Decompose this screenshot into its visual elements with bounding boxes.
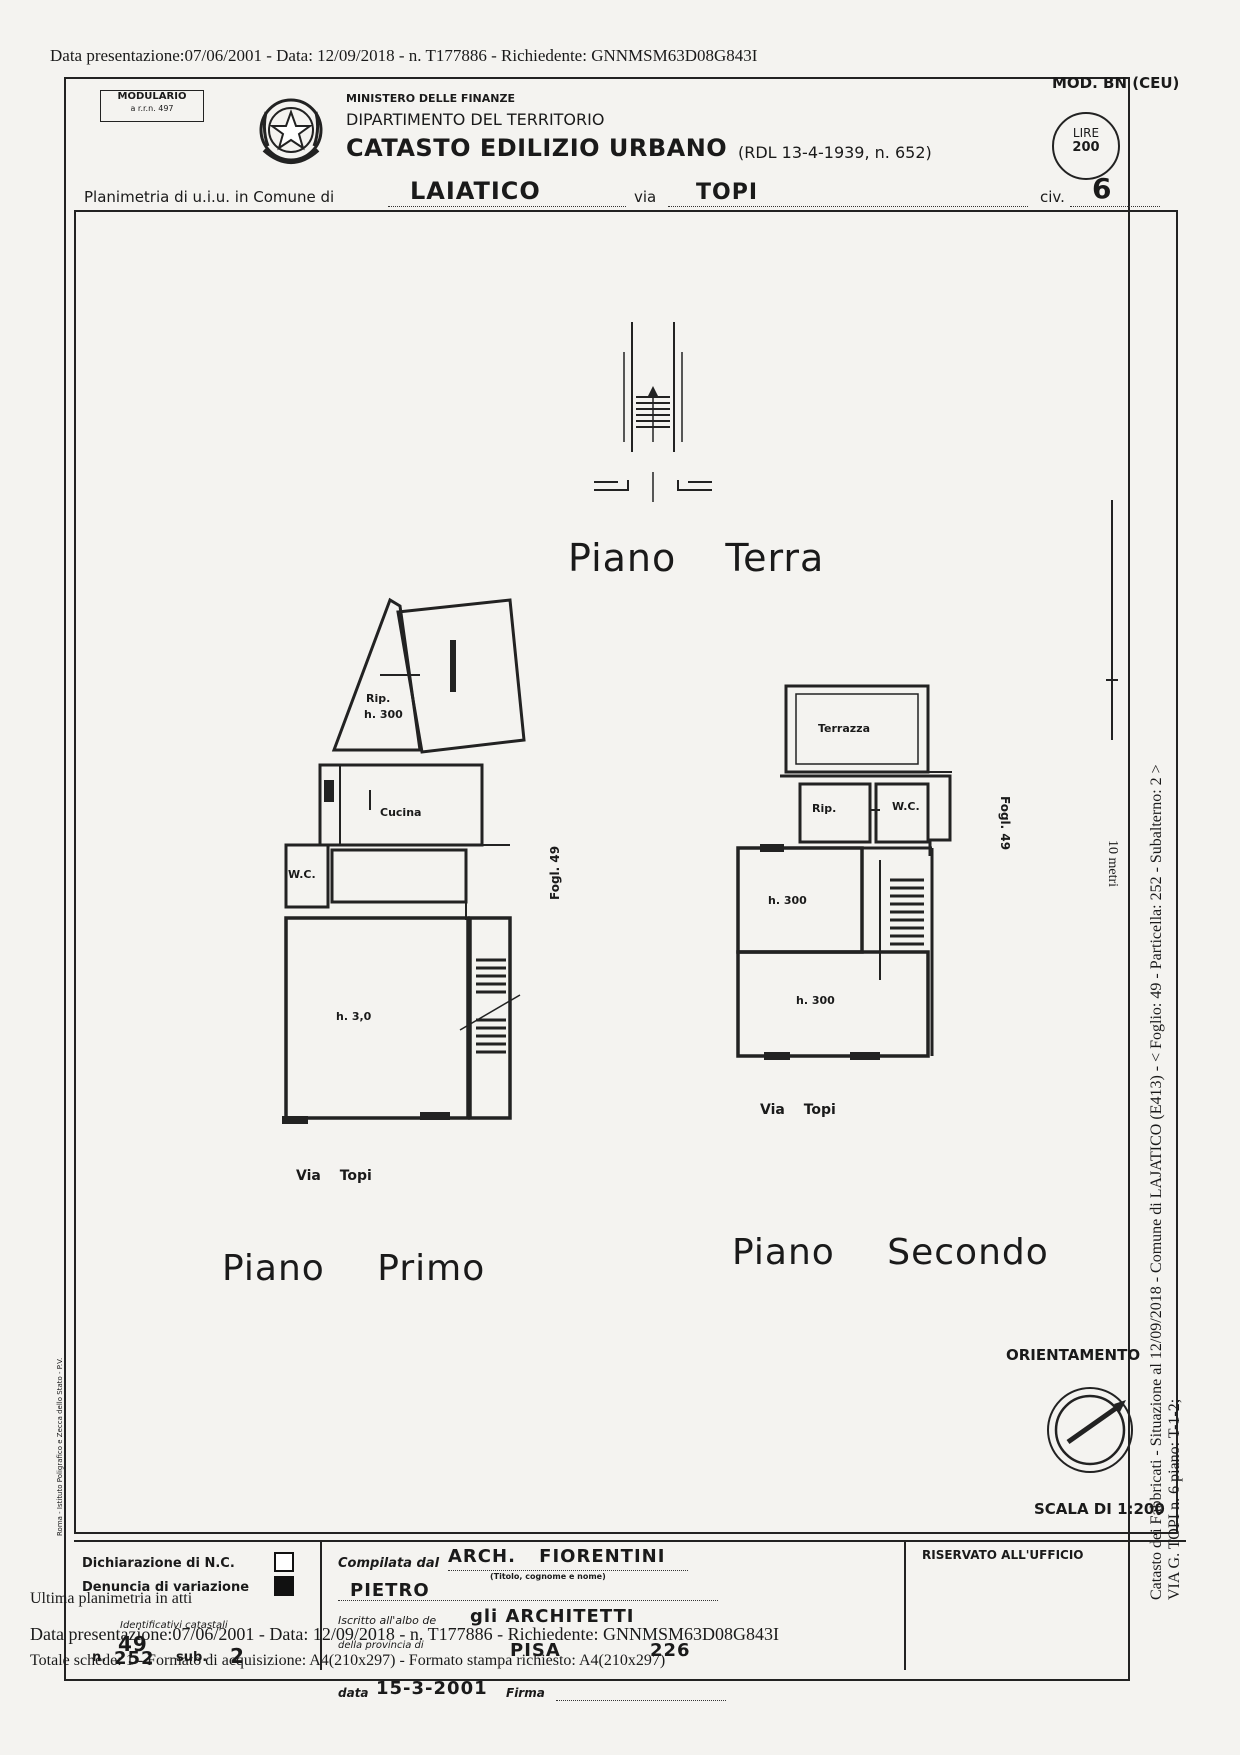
nome-dots xyxy=(338,1600,718,1601)
stair-plan-terra xyxy=(594,322,712,502)
dichiarazione-checkbox[interactable] xyxy=(274,1552,294,1572)
room-wc-secondo: W.C. xyxy=(892,800,920,813)
lire-value: 200 xyxy=(1072,140,1100,155)
scale-bar xyxy=(1106,500,1118,740)
orientamento-label: ORIENTAMENTO xyxy=(1006,1346,1141,1364)
nome-value: PIETRO xyxy=(350,1580,430,1601)
iscritto-label: Iscritto all'albo de xyxy=(338,1614,437,1627)
via-topi-primo: Via Topi xyxy=(296,1168,372,1184)
sub-value: 2 xyxy=(230,1644,245,1668)
room-h-secondo-a: h. 300 xyxy=(768,894,807,907)
compilata-label: Compilata dal xyxy=(338,1556,440,1571)
overprint-line-1: Ultima planimetria in atti xyxy=(30,1590,193,1607)
civ-value: 6 xyxy=(1092,172,1113,205)
compilatore-dots xyxy=(448,1570,688,1571)
compass-icon xyxy=(1047,1387,1133,1473)
department-label: DIPARTIMENTO DEL TERRITORIO xyxy=(346,110,605,129)
identificativi-label: Identificativi catastali xyxy=(120,1620,228,1631)
firma-dots xyxy=(556,1700,726,1701)
via-dots xyxy=(668,206,1028,207)
foglio-value: 49 xyxy=(118,1632,148,1656)
compilatore-value: ARCH. FIORENTINI xyxy=(448,1546,666,1567)
provincia-value: PISA xyxy=(510,1640,561,1661)
n-label: n. xyxy=(92,1650,107,1665)
piano-secondo-label: Piano Secondo xyxy=(732,1232,1049,1273)
room-h-primo: h. 3,0 xyxy=(336,1010,372,1023)
scala-label: SCALA DI 1:200 xyxy=(1034,1500,1165,1518)
floor-plan-primo xyxy=(282,597,526,1124)
civ-dots xyxy=(1070,206,1160,207)
top-banner: Data presentazione:07/06/2001 - Data: 12… xyxy=(50,46,758,65)
overprint-line-3: Totale schede: 1 - Formato di acquisizio… xyxy=(30,1652,666,1669)
footer-divider-2 xyxy=(904,1540,906,1670)
modulario-label: MODULARIO xyxy=(117,91,187,102)
modulario-box: MODULARIO a r.r.n. 497 xyxy=(100,90,204,122)
albo-value: gli ARCHITETTI xyxy=(470,1606,635,1627)
foglio-label-2: Fogl. 49 xyxy=(998,796,1012,851)
titolo-label: (Titolo, cognome e nome) xyxy=(490,1572,606,1581)
footer-divider-1 xyxy=(320,1540,322,1670)
lire-label: LIRE xyxy=(1072,126,1100,140)
comune-value: LAIATICO xyxy=(410,177,541,205)
room-cucina: Cucina xyxy=(380,806,422,819)
modulario-sub: a r.r.n. 497 xyxy=(130,104,174,113)
sheet-frame xyxy=(64,77,1130,1681)
foglio-label-1: Fogl. 49 xyxy=(548,845,562,900)
room-wc-primo: W.C. xyxy=(288,868,316,881)
printer-note: Roma - Istituto Poligrafico e Zecca dell… xyxy=(56,1357,64,1536)
lire-stamp: LIRE 200 xyxy=(1052,112,1120,180)
drawing-frame xyxy=(74,210,1178,1534)
n-value: 252 xyxy=(114,1648,155,1669)
riservato-label: RISERVATO ALL'UFFICIO xyxy=(922,1548,1084,1562)
via-value: TOPI xyxy=(696,180,759,205)
rdl-label: (RDL 13-4-1939, n. 652) xyxy=(738,143,932,162)
ten-meters-label: 10 metri xyxy=(1105,840,1120,888)
data-label: data xyxy=(338,1686,369,1700)
provincia-label: della provincia di xyxy=(338,1640,424,1651)
via-topi-secondo: Via Topi xyxy=(760,1102,836,1118)
piano-primo-label: Piano Primo xyxy=(222,1248,486,1289)
mod-label: MOD. BN (CEU) xyxy=(1052,74,1180,92)
room-rip-secondo: Rip. xyxy=(812,802,837,815)
via-label: via xyxy=(634,188,657,206)
catasto-title: CATASTO EDILIZIO URBANO xyxy=(346,134,728,162)
firma-label: Firma xyxy=(506,1686,545,1700)
room-rip-primo-h: h. 300 xyxy=(364,708,403,721)
numero-value: 226 xyxy=(650,1640,691,1661)
room-h-secondo-b: h. 300 xyxy=(796,994,835,1007)
planimetria-label: Planimetria di u.i.u. in Comune di xyxy=(84,188,335,206)
comune-dots xyxy=(388,206,626,207)
denuncia-checkbox[interactable] xyxy=(274,1576,294,1596)
italian-emblem-icon xyxy=(259,98,323,164)
data-value: 15-3-2001 xyxy=(376,1678,488,1699)
dichiarazione-label: Dichiarazione di N.C. xyxy=(82,1556,235,1571)
sub-label: sub. xyxy=(176,1650,208,1665)
civ-label: civ. xyxy=(1040,188,1065,206)
denuncia-label: Denuncia di variazione xyxy=(82,1580,250,1595)
overprint-line-2: Data presentazione:07/06/2001 - Data: 12… xyxy=(30,1624,780,1644)
footer-table xyxy=(74,1540,1186,1662)
floor-plan-secondo xyxy=(736,684,952,1060)
room-rip-primo: Rip. xyxy=(366,692,391,705)
side-text-catasto: Catasto dei Fabbricati - Situazione al 1… xyxy=(1148,764,1165,1600)
ministry-label: MINISTERO DELLE FINANZE xyxy=(346,92,515,105)
room-terrazza: Terrazza xyxy=(818,722,871,735)
piano-terra-label: Piano Terra xyxy=(568,536,825,580)
